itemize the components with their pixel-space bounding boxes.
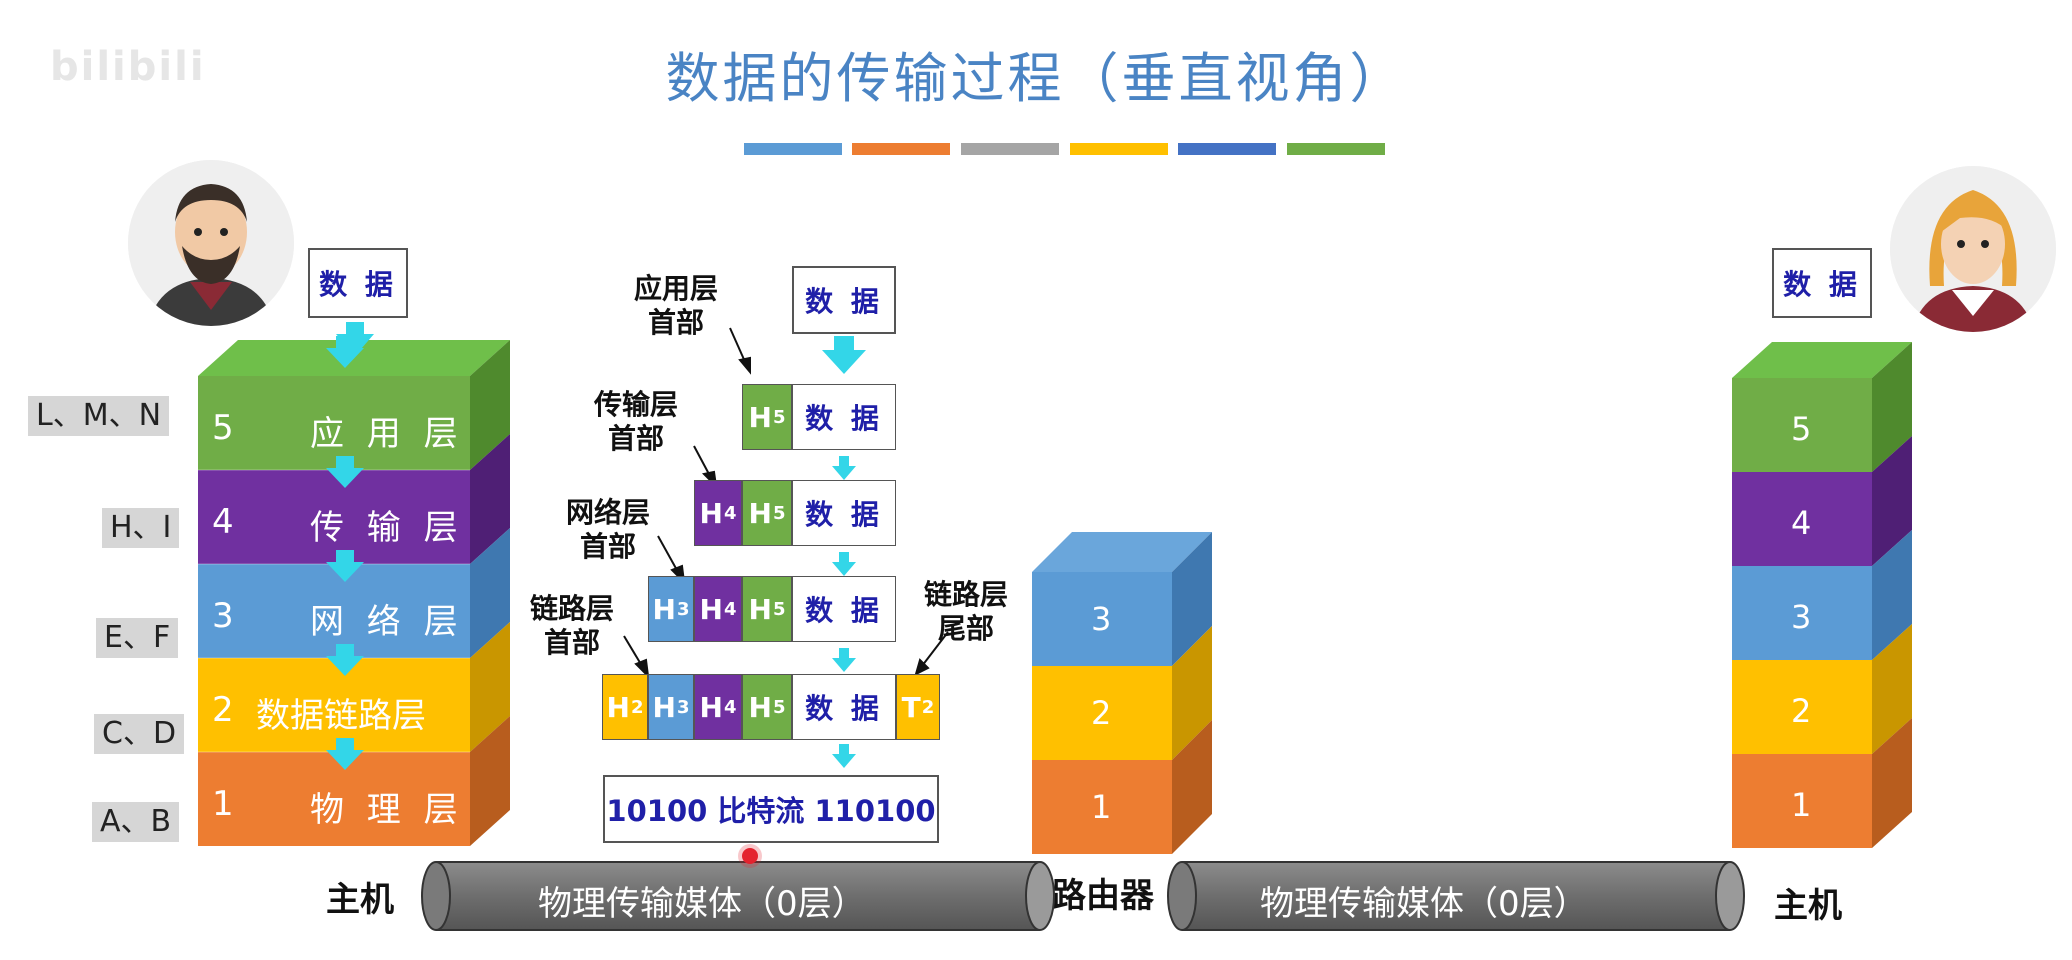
right-layer-1: 1 (1791, 786, 1812, 824)
page-title: 数据的传输过程（垂直视角） (665, 47, 1407, 110)
protocol-label-layer-2: C、D (94, 714, 185, 754)
protocol-label-layer-3: E、F (96, 618, 179, 658)
link-trailer-label-line2: 尾部 (938, 612, 995, 645)
row1-data-cell: 数 据 (792, 384, 896, 450)
protocol-label-layer-1: A、B (92, 802, 180, 842)
network-header-label: 网络层 首部 (566, 496, 650, 564)
transport-header-label-line1: 传输层 (594, 388, 679, 421)
router-cube-graphic (1032, 532, 1212, 854)
app-header-label: 应用层 首部 (634, 272, 718, 340)
swatch-gray (961, 143, 1059, 155)
encapsulation-arrows-graphic (623, 327, 949, 768)
left-layer-3-num: 3 (212, 596, 234, 636)
right-host-cube-graphic (1732, 342, 1912, 848)
left-layer-5-name: 应 用 层 (310, 414, 464, 454)
sender-avatar-icon (128, 160, 294, 326)
link-trailer-label: 链路层 尾部 (924, 578, 1008, 646)
protocol-label-layer-4: H、I (102, 508, 180, 548)
medium-cylinder-right (1167, 861, 1745, 931)
transport-header-label-line2: 首部 (608, 422, 665, 455)
encap-data-box: 数 据 (792, 266, 896, 334)
swatch-blue (744, 143, 842, 155)
left-layer-2-name: 数据链路层 (256, 696, 426, 736)
row4-data-cell: 数 据 (792, 674, 896, 740)
left-host-label: 主机 (326, 880, 394, 920)
app-header-label-line2: 首部 (648, 306, 705, 339)
receiver-avatar-icon (1890, 166, 2056, 332)
left-layer-1-num: 1 (212, 784, 234, 824)
right-layer-4: 4 (1791, 504, 1812, 542)
link-header-label-line1: 链路层 (530, 592, 615, 625)
bitstream-box: 10100 比特流 110100 (603, 775, 939, 843)
left-host-cube-graphic (198, 336, 510, 846)
link-header-label: 链路层 首部 (530, 592, 614, 660)
arrow-down-icon (336, 322, 374, 356)
app-header-label-line1: 应用层 (634, 272, 719, 305)
network-header-label-line2: 首部 (580, 530, 637, 563)
link-header-label-line2: 首部 (544, 626, 601, 659)
medium-right-label: 物理传输媒体（0层） (1260, 884, 1588, 924)
transport-header-label: 传输层 首部 (594, 388, 678, 456)
left-layer-3-name: 网 络 层 (310, 602, 464, 642)
left-layer-2-num: 2 (212, 690, 234, 730)
router-label: 路由器 (1052, 876, 1154, 916)
right-layer-5: 5 (1791, 410, 1812, 448)
right-layer-2: 2 (1791, 692, 1812, 730)
left-layer-5-num: 5 (212, 408, 234, 448)
router-layer-1: 1 (1091, 788, 1112, 826)
router-layer-3: 3 (1091, 600, 1112, 638)
watermark: bilibili (50, 44, 206, 90)
swatch-darkblue (1178, 143, 1276, 155)
left-layer-1-name: 物 理 层 (310, 790, 464, 830)
medium-left-label: 物理传输媒体（0层） (538, 884, 866, 924)
right-host-label: 主机 (1774, 886, 1842, 926)
swatch-orange (852, 143, 950, 155)
swatch-yellow (1070, 143, 1168, 155)
right-layer-3: 3 (1791, 598, 1812, 636)
left-host-data-box: 数 据 (308, 248, 408, 318)
left-layer-4-num: 4 (212, 502, 234, 542)
swatch-green (1287, 143, 1385, 155)
left-layer-4-name: 传 输 层 (310, 508, 464, 548)
row3-data-cell: 数 据 (792, 576, 896, 642)
right-host-data-box: 数 据 (1772, 248, 1872, 318)
row2-data-cell: 数 据 (792, 480, 896, 546)
network-header-label-line1: 网络层 (566, 496, 651, 529)
protocol-label-layer-5: L、M、N (28, 396, 170, 436)
router-layer-2: 2 (1091, 694, 1112, 732)
link-trailer-label-line1: 链路层 (924, 578, 1009, 611)
medium-cylinder-left (421, 861, 1055, 931)
pointer-dot-icon (742, 848, 758, 864)
